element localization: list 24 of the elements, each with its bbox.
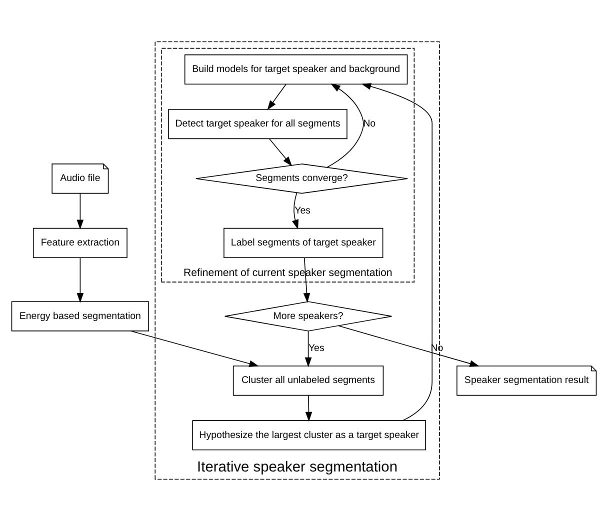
- arrow: [267, 83, 286, 110]
- arrow: [326, 83, 364, 168]
- arrow: [268, 138, 292, 166]
- arrow: [130, 330, 259, 366]
- arrow: [76, 192, 84, 230]
- node-box: Detect target speaker for all segments: [168, 108, 348, 139]
- arrow: [76, 257, 84, 302]
- arrow: [303, 257, 310, 302]
- arrow: [304, 330, 312, 367]
- edge-label: No: [363, 118, 376, 130]
- node-box: Energy based segmentation: [11, 300, 150, 331]
- node-diamond: More speakers?: [224, 300, 392, 331]
- node-box: Build models for target speaker and background: [184, 54, 408, 84]
- node-box: Feature extraction: [32, 227, 128, 258]
- edge-label: Yes: [308, 342, 324, 354]
- edge-label: Yes: [294, 204, 311, 216]
- node-box: Cluster all unlabeled segments: [232, 365, 384, 396]
- node-diamond: Segments converge?: [196, 163, 408, 194]
- arrow: [338, 324, 480, 366]
- node-box: Label segments of target speaker: [224, 227, 384, 258]
- arrow: [361, 82, 432, 420]
- arrow: [292, 192, 299, 229]
- node-box: Hypothesize the largest cluster as a target speaker: [192, 420, 426, 450]
- arrow: [305, 394, 312, 422]
